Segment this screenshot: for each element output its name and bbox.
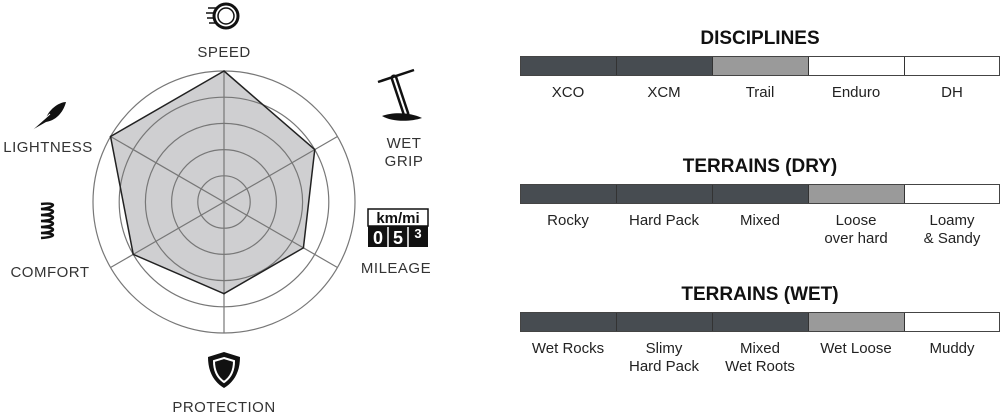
axis-label-protection: PROTECTION: [172, 399, 276, 416]
spring-icon: [40, 202, 55, 240]
bar-segment-muddy: [905, 313, 999, 331]
category-label: Wet Loose: [820, 340, 892, 357]
disciplines-title: DISCIPLINES: [700, 28, 820, 49]
axis-label-mileage: MILEAGE: [360, 260, 432, 277]
mileage-icon-digit-3: 3: [414, 226, 421, 241]
category-label: Loose over hard: [824, 212, 888, 247]
bar-segment-dh: [905, 57, 999, 75]
feather-icon: [31, 102, 66, 131]
bar-segment-enduro: [809, 57, 905, 75]
radar-point-comfort: [132, 253, 135, 256]
terrains-wet-title: TERRAINS (WET): [681, 284, 839, 305]
category-label: Hard Pack: [628, 212, 700, 229]
bar-segment-loamy-sandy: [905, 185, 999, 203]
axis-label-speed: SPEED: [197, 44, 251, 61]
radar-chart: [92, 70, 356, 334]
terrains-wet-bar: [520, 312, 1000, 332]
axis-label-wet-grip-line2: GRIP: [384, 153, 424, 170]
speed-wheel-icon: [206, 2, 240, 30]
category-label: Slimy Hard Pack: [628, 340, 700, 375]
mileage-icon-digit-1: 0: [373, 228, 383, 248]
shield-icon: [208, 352, 240, 388]
radar-area: [110, 71, 315, 294]
bar-segment-slimy-hard-pack: [617, 313, 713, 331]
mileage-icon-digit-2: 5: [393, 228, 403, 248]
mileage-icon-unit: km/mi: [376, 210, 419, 227]
bar-segment-loose-over-hard: [809, 185, 905, 203]
radar-point-mileage: [302, 247, 305, 249]
bar-segment-rocky: [521, 185, 617, 203]
category-label: XCM: [647, 84, 681, 101]
category-label: Trail: [745, 84, 775, 101]
category-label: XCO: [551, 84, 585, 101]
bar-segment-mixed-wet-roots: [713, 313, 809, 331]
terrains-dry-bar: [520, 184, 1000, 204]
axis-label-lightness: LIGHTNESS: [3, 139, 93, 156]
bar-segment-wet-loose: [809, 313, 905, 331]
axis-label-wet-grip-line1: WET: [386, 135, 422, 152]
bike-wet-grip-icon: [377, 68, 422, 121]
category-label: Mixed Wet Roots: [725, 340, 795, 375]
axis-label-comfort: COMFORT: [10, 264, 90, 281]
bar-segment-trail: [713, 57, 809, 75]
radar-point-wet-grip: [313, 148, 316, 151]
category-label: Wet Rocks: [531, 340, 605, 357]
radar-point-protection: [223, 292, 225, 295]
radar-spoke-2: [110, 135, 338, 269]
radar-point-lightness: [109, 135, 112, 138]
bar-segment-mixed: [713, 185, 809, 203]
category-label: Loamy & Sandy: [923, 212, 981, 247]
category-label: Muddy: [929, 340, 975, 357]
category-label: Enduro: [831, 84, 881, 101]
terrains-dry-title: TERRAINS (DRY): [682, 156, 838, 177]
radar-point-speed: [223, 70, 225, 72]
category-label: Mixed: [739, 212, 780, 229]
disciplines-bar: [520, 56, 1000, 76]
category-label: DH: [941, 84, 963, 101]
bar-segment-hard-pack: [617, 185, 713, 203]
bar-segment-xco: [521, 57, 617, 75]
mileage-counter-icon: km/mi 0 5 3: [367, 208, 429, 248]
bar-segment-wet-rocks: [521, 313, 617, 331]
bar-segment-xcm: [617, 57, 713, 75]
category-label: Rocky: [547, 212, 589, 229]
